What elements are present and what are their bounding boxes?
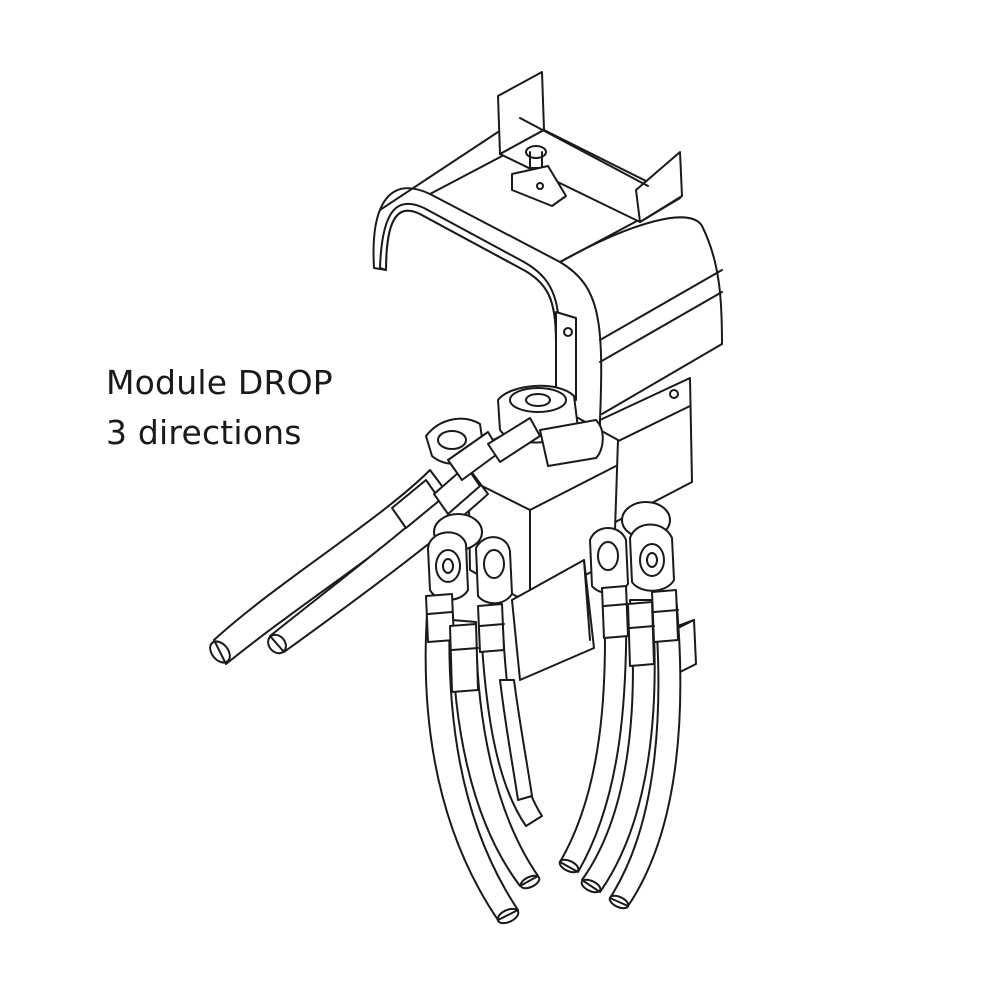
module-caption: Module DROP 3 directions (106, 358, 333, 458)
top-cables (209, 417, 541, 665)
caption-title: Module DROP (106, 363, 333, 402)
caption-subtitle: 3 directions (106, 413, 302, 452)
right-hanging-cables (558, 585, 682, 910)
left-hanging-cables (424, 593, 543, 925)
left-connectors (427, 513, 513, 605)
right-connectors (589, 501, 675, 595)
